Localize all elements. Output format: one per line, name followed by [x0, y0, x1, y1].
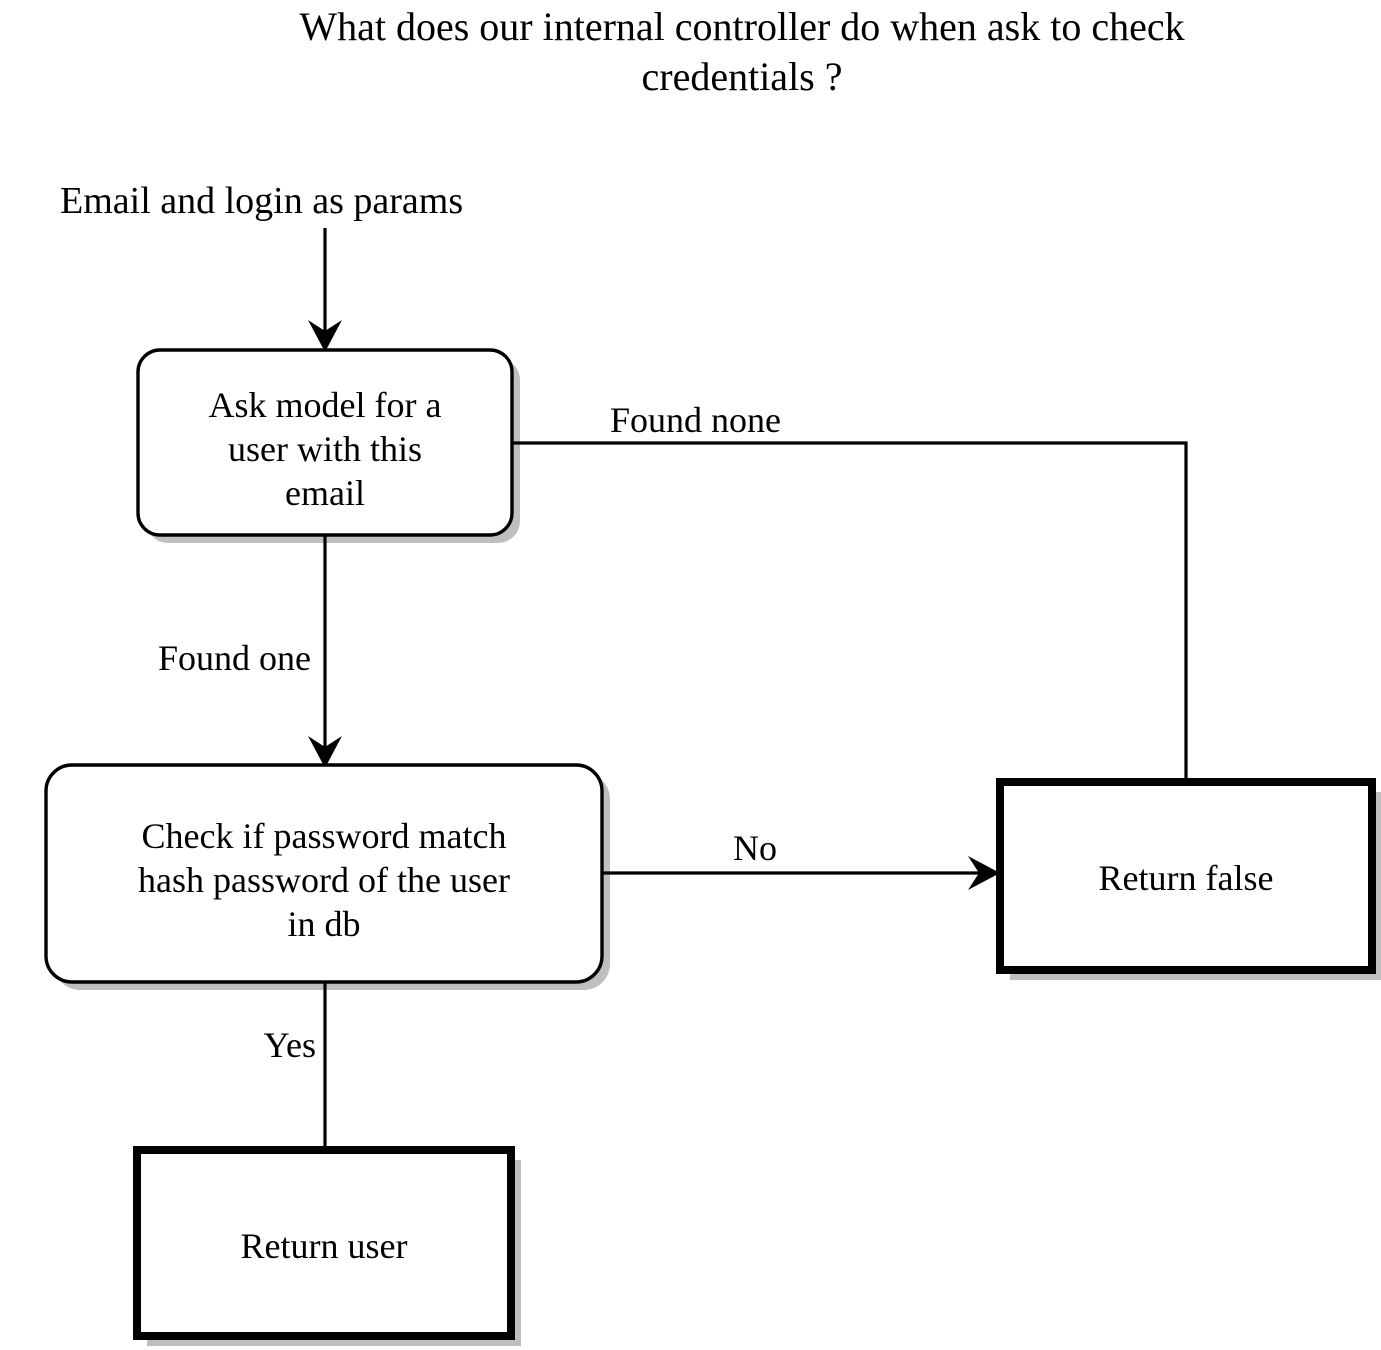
- edge-label-found-one: Found one: [158, 638, 311, 678]
- diagram-title-line-1: What does our internal controller do whe…: [299, 4, 1184, 49]
- diagram-title: What does our internal controller do whe…: [299, 4, 1184, 99]
- input-params-label: Email and login as params: [60, 180, 463, 222]
- node-check-password-line-2: hash password of the user: [138, 860, 510, 900]
- node-ask-model[interactable]: Ask model for a user with this email: [136, 348, 520, 543]
- node-ask-model-line-1: Ask model for a: [209, 385, 442, 425]
- diagram-title-line-2: credentials ?: [642, 54, 843, 99]
- arrow-head-icon-found-one: [308, 736, 342, 768]
- edge-params-to-ask-model: [308, 228, 342, 352]
- arrow-head-icon-no: [968, 856, 1000, 890]
- node-check-password-line-3: in db: [287, 904, 360, 944]
- node-return-false-box[interactable]: [996, 778, 1376, 974]
- edge-label-yes: Yes: [264, 1025, 316, 1065]
- node-return-user[interactable]: Return user: [133, 1146, 521, 1346]
- node-ask-model-line-2: user with this: [228, 429, 422, 469]
- edge-ask-model-to-return-false: Found none: [512, 400, 1188, 783]
- edge-label-no: No: [733, 828, 777, 868]
- edge-check-password-to-return-user: Yes: [264, 982, 327, 1152]
- arrow-head-icon-params-to-ask: [308, 320, 342, 352]
- node-check-password-line-1: Check if password match: [142, 816, 507, 856]
- node-check-password[interactable]: Check if password match hash password of…: [44, 763, 610, 990]
- node-return-false[interactable]: Return false: [996, 778, 1381, 980]
- edge-label-found-none: Found none: [610, 400, 781, 440]
- node-return-user-box[interactable]: [133, 1146, 515, 1340]
- edge-line-found-none: [512, 441, 1188, 783]
- edge-ask-model-to-check-password: Found one: [158, 535, 342, 768]
- node-return-false-label: Return false: [1099, 858, 1274, 898]
- node-return-user-label: Return user: [241, 1226, 408, 1266]
- node-ask-model-line-3: email: [285, 473, 365, 513]
- edge-check-password-to-return-false: No: [602, 828, 1000, 890]
